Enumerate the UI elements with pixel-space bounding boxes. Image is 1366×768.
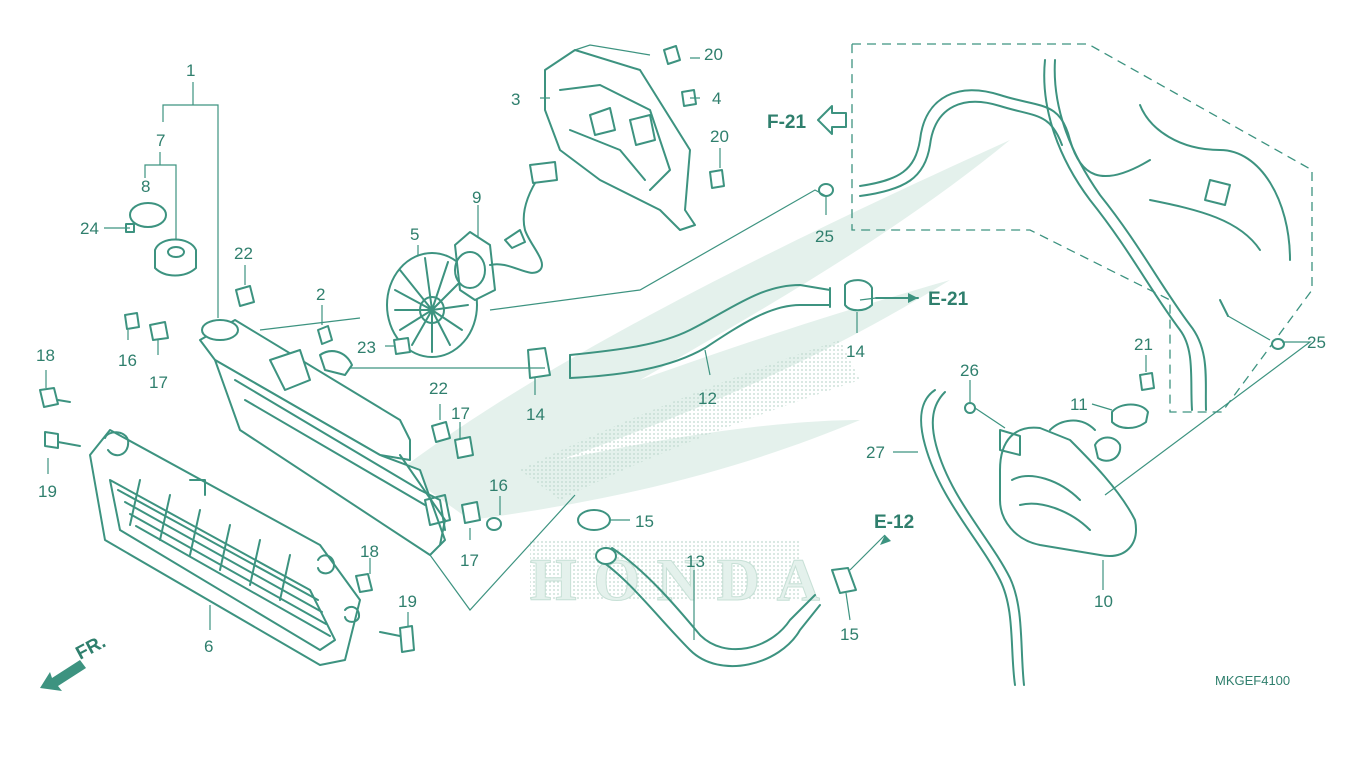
callout-7: 7 bbox=[156, 131, 165, 150]
callout-3: 3 bbox=[511, 90, 520, 109]
hose-clamps bbox=[527, 279, 873, 594]
callout-17c: 17 bbox=[460, 551, 479, 570]
callout-11: 11 bbox=[1070, 395, 1088, 414]
callout-16b: 16 bbox=[489, 476, 508, 495]
callout-26: 26 bbox=[960, 361, 979, 380]
callout-20a: 20 bbox=[704, 45, 723, 64]
callout-18a: 18 bbox=[36, 346, 55, 365]
ref-e12[interactable]: E-12 bbox=[874, 512, 914, 533]
callout-18b: 18 bbox=[360, 542, 379, 561]
callout-17a: 17 bbox=[149, 373, 168, 392]
callout-4: 4 bbox=[712, 89, 721, 108]
leader-lines bbox=[45, 44, 1312, 640]
honda-wing-watermark: HONDA bbox=[400, 140, 1010, 614]
callout-14b: 14 bbox=[526, 405, 545, 424]
lower-hose bbox=[599, 559, 821, 668]
callout-1: 1 bbox=[186, 61, 195, 80]
callout-15a: 15 bbox=[635, 512, 654, 531]
front-label: FR. bbox=[72, 632, 109, 665]
callout-5: 5 bbox=[410, 225, 419, 244]
callout-21: 21 bbox=[1134, 335, 1153, 354]
callout-6: 6 bbox=[204, 637, 213, 656]
diagram-code: MKGEF4100 bbox=[1215, 673, 1290, 688]
radiator-grille bbox=[89, 429, 361, 666]
callout-22a: 22 bbox=[234, 244, 253, 263]
callout-24: 24 bbox=[80, 219, 99, 238]
callout-27: 27 bbox=[866, 443, 885, 462]
reservoir-tank bbox=[999, 419, 1137, 557]
ref-f21[interactable]: F-21 bbox=[767, 112, 807, 133]
callout-2: 2 bbox=[316, 285, 325, 304]
callout-25b: 25 bbox=[1307, 333, 1326, 352]
reservoir-cap bbox=[1111, 403, 1149, 429]
callout-12: 12 bbox=[698, 389, 717, 408]
callout-17b: 17 bbox=[451, 404, 470, 423]
callout-22b: 22 bbox=[429, 379, 448, 398]
cooling-fan bbox=[386, 252, 478, 358]
fasteners bbox=[39, 45, 1285, 653]
callout-20b: 20 bbox=[710, 127, 729, 146]
callout-10: 10 bbox=[1094, 592, 1113, 611]
honda-watermark-text: HONDA bbox=[530, 547, 820, 613]
fan-shroud bbox=[544, 49, 696, 231]
callout-8: 8 bbox=[141, 177, 150, 196]
callout-9: 9 bbox=[472, 188, 481, 207]
callout-23: 23 bbox=[357, 338, 376, 357]
overflow-hose bbox=[920, 389, 1016, 686]
callout-numbers: 1 2 3 4 5 6 7 8 9 10 11 12 13 14 14 15 1… bbox=[36, 45, 1326, 656]
radiator bbox=[199, 319, 451, 556]
callout-14a: 14 bbox=[846, 342, 865, 361]
callout-19a: 19 bbox=[38, 482, 57, 501]
ref-e21[interactable]: E-21 bbox=[928, 289, 969, 310]
callout-19b: 19 bbox=[398, 592, 417, 611]
upper-hose bbox=[569, 284, 831, 356]
breakout-box bbox=[851, 43, 1313, 413]
breakout-hoses bbox=[859, 59, 1291, 411]
front-arrow-icon bbox=[40, 660, 86, 691]
fan-motor bbox=[454, 161, 558, 301]
callout-15b: 15 bbox=[840, 625, 859, 644]
callout-25a: 25 bbox=[815, 227, 834, 246]
callout-13: 13 bbox=[686, 552, 705, 571]
callout-16a: 16 bbox=[118, 351, 137, 370]
reference-arrows bbox=[40, 105, 919, 691]
